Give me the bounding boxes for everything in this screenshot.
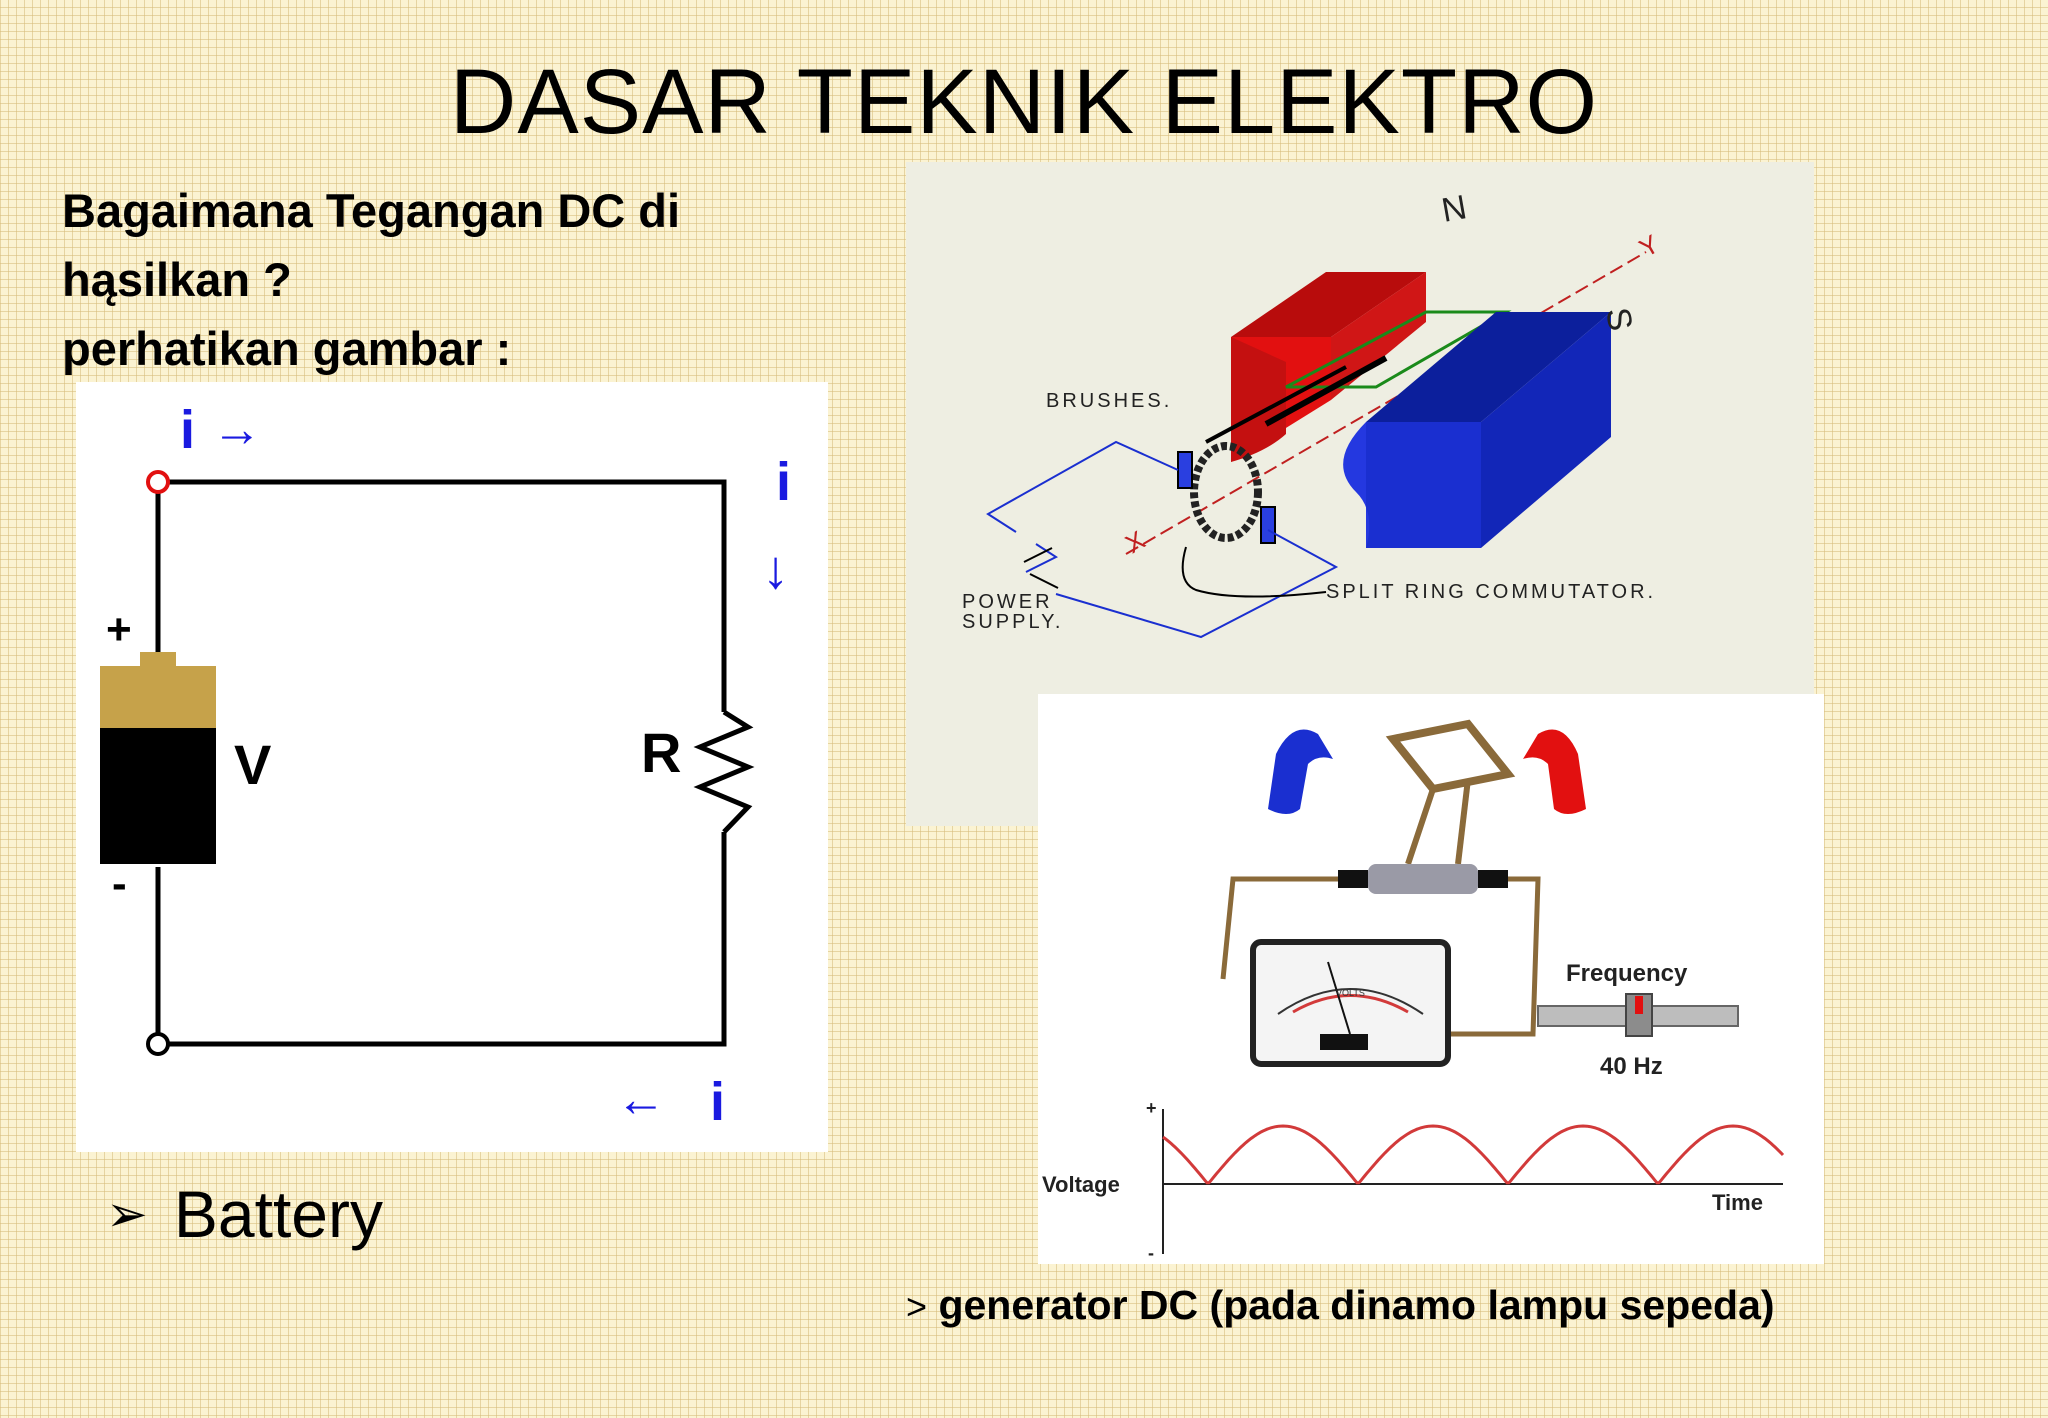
- current-label-right: i: [776, 452, 791, 512]
- question-text: Bagaimana Tegangan DC di hąsilkan ? perh…: [62, 176, 680, 383]
- axis-y-label: Y: [1634, 229, 1664, 264]
- north-label: N: [1439, 188, 1470, 230]
- battery-circuit-diagram: + - V R i → i ↓ ← i: [76, 382, 828, 1152]
- resistor-symbol: [693, 709, 755, 834]
- question-line-2: hąsilkan ?: [62, 253, 292, 306]
- south-magnet-face: [1366, 422, 1481, 548]
- meter-needle: [1327, 961, 1351, 1035]
- meter-label: VOLTS: [1336, 988, 1365, 998]
- frequency-label: Frequency: [1566, 960, 1688, 987]
- generator-coil: [1385, 719, 1516, 794]
- battery-voltage-label: V: [234, 733, 271, 796]
- frequency-value: 40 Hz: [1600, 1053, 1663, 1080]
- axis-line: [1125, 251, 1647, 555]
- battery-cap: [100, 666, 216, 728]
- dc-generator-diagram: VOLTS Frequency 40 Hz + - Voltage Time: [1038, 694, 1824, 1264]
- split-ring-commutator: [1190, 442, 1262, 542]
- bullet-item-battery: ➢ Battery: [106, 1176, 383, 1252]
- generator-caption: > generator DC (pada dinamo lampu sepeda…: [906, 1282, 1775, 1329]
- commutator: [1368, 864, 1478, 894]
- south-magnet-side: [1481, 312, 1611, 548]
- battery-nub: [140, 652, 176, 666]
- slide-title: DASAR TEKNIK ELEKTRO: [449, 51, 1599, 153]
- question-line-3: perhatikan gambar :: [62, 322, 512, 375]
- bullet-label: Battery: [173, 1177, 383, 1251]
- bullet-arrow-icon: ➢: [106, 1186, 148, 1242]
- power-supply-symbol: [1023, 547, 1053, 563]
- circuit-wire-bottom: [158, 832, 727, 1047]
- minus-sign: -: [112, 859, 127, 908]
- brush-left: [1177, 451, 1193, 489]
- brush-right: [1260, 506, 1276, 544]
- power-supply-label-2: SUPPLY.: [962, 611, 1063, 633]
- arrow-left-icon: ←: [616, 1071, 666, 1127]
- graph-plus-label: +: [1146, 1098, 1157, 1118]
- arrow-down-icon: ↓: [762, 540, 789, 600]
- south-magnet-top: [1366, 312, 1611, 422]
- north-magnet-top: [1231, 272, 1426, 337]
- north-pole-magnet: [1523, 729, 1586, 814]
- voltage-axis-label: Voltage: [1042, 1172, 1120, 1197]
- question-line-1: Bagaimana Tegangan DC di: [62, 184, 681, 237]
- brushes-label: BRUSHES.: [1046, 390, 1172, 412]
- caption-marker: >: [906, 1286, 928, 1327]
- arrow-right-icon: →: [212, 401, 262, 457]
- positive-terminal: [146, 470, 170, 494]
- caption-text: generator DC (pada dinamo lampu sepeda): [938, 1282, 1775, 1328]
- power-supply-label-1: POWER: [962, 591, 1053, 613]
- south-label: S: [1598, 305, 1639, 334]
- current-label-top: i: [180, 400, 195, 460]
- south-pole-magnet: [1268, 729, 1333, 814]
- resistor-label: R: [641, 721, 681, 784]
- commutator-label: SPLIT RING COMMUTATOR.: [1326, 581, 1656, 603]
- plus-sign: +: [106, 605, 132, 654]
- battery-body: [100, 728, 216, 864]
- voltmeter: [1250, 939, 1451, 1067]
- rectified-voltage-wave: [1162, 1124, 1785, 1185]
- graph-minus-label: -: [1148, 1243, 1154, 1263]
- circuit-wire-top: [158, 479, 727, 712]
- negative-terminal: [146, 1032, 170, 1056]
- time-axis-label: Time: [1712, 1190, 1763, 1215]
- current-label-bottom: i: [710, 1072, 725, 1132]
